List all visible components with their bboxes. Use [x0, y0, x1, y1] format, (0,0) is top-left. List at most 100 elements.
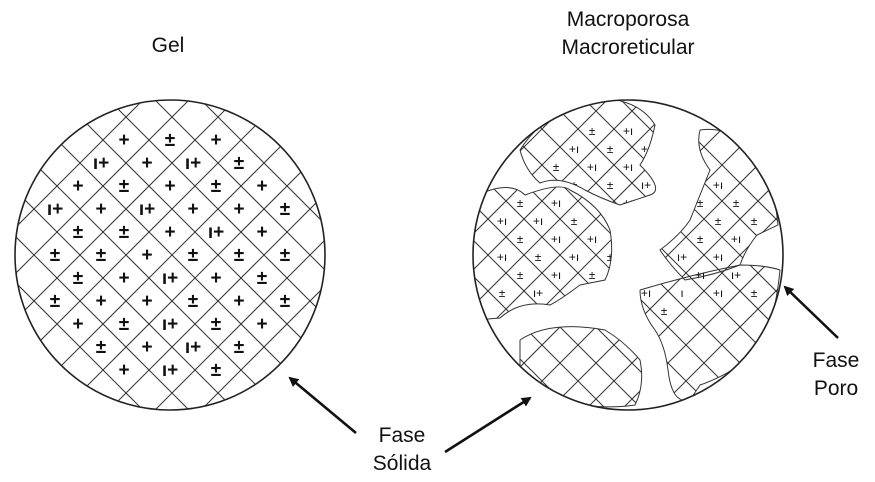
charge-symbol: ± [607, 142, 614, 156]
charge-symbol: +ı [497, 250, 507, 264]
charge-symbol: ± [119, 222, 129, 243]
charge-symbol: ± [188, 291, 198, 312]
charge-symbol: ± [517, 232, 524, 246]
macroporous-particle: ±+ı+ı±+ı±+ı+ı±±ı++ı±+ı+ı±±+ı+ı±±±±+ı+ı±+… [148, 95, 875, 415]
charge-symbol: +ı [497, 214, 507, 228]
charge-symbol: ± [607, 250, 614, 264]
gel-lattice-line [0, 95, 56, 415]
gel-title: Gel [152, 34, 185, 57]
gel-lattice-line [0, 95, 56, 415]
charge-symbol: ı+ [47, 199, 63, 220]
charge-symbol: ± [234, 337, 244, 358]
macroporous-lattice-line [220, 95, 540, 415]
charge-symbol: ± [589, 268, 596, 282]
charge-symbol: +ı [533, 214, 543, 228]
pore-phase-arrow [785, 287, 838, 338]
gel-particle: +±+ı++ı+±+±+±+ı++ı+++±±±+ı++±±+±±±±+ı++±… [0, 95, 608, 415]
charge-symbol: ± [589, 124, 596, 138]
charge-symbol: + [256, 314, 267, 335]
charge-symbol: ı+ [162, 314, 178, 335]
charge-symbol: +ı [551, 196, 561, 210]
charge-symbol: ± [96, 245, 106, 266]
charge-symbol: ± [73, 268, 83, 289]
charge-symbol: +ı [695, 268, 705, 282]
charge-symbol: ± [211, 360, 221, 381]
charge-symbol: + [164, 222, 175, 243]
macroporous-lattice-line [184, 95, 504, 415]
solid-phase-label-line2: Sólida [373, 452, 432, 475]
charge-symbol: +ı [623, 124, 633, 138]
charge-symbol: ± [733, 196, 740, 210]
charge-symbol: + [141, 153, 152, 174]
charge-symbol: +ı [623, 196, 633, 210]
macroporous-title-line1: Macroporosa [567, 8, 690, 31]
charge-symbol: ± [571, 214, 578, 228]
charge-symbol: + [118, 130, 129, 151]
charge-symbol: ± [607, 178, 614, 192]
charge-symbol: +ı [551, 232, 561, 246]
charge-symbol: ± [257, 268, 267, 289]
charge-symbol: + [164, 176, 175, 197]
solid-phase-arrow-gel [290, 378, 356, 433]
charge-symbol: ı+ [185, 153, 201, 174]
charge-symbol: + [72, 314, 83, 335]
solid-domain [520, 327, 642, 407]
charge-symbol: ± [211, 314, 221, 335]
charge-symbol: ± [499, 286, 506, 300]
charge-symbol: ı+ [162, 360, 178, 381]
macroporous-lattice [148, 95, 875, 415]
charge-symbol: ± [188, 245, 198, 266]
charge-symbol: +ı [551, 268, 561, 282]
charge-symbol: ± [280, 291, 290, 312]
gel-lattice [0, 95, 608, 415]
charge-symbol: ± [517, 196, 524, 210]
charge-symbol: ± [119, 176, 129, 197]
charge-symbol: ± [50, 291, 60, 312]
charge-symbol: +ı [623, 160, 633, 174]
charge-symbol: +ı [569, 142, 579, 156]
charge-symbol: +ı [713, 250, 723, 264]
charge-symbol: ı+ [162, 268, 178, 289]
macroporous-title-line2: Macroreticular [561, 36, 694, 59]
charge-symbol: ± [751, 286, 758, 300]
gel-lattice-line [0, 95, 10, 415]
charge-symbol: ± [234, 153, 244, 174]
solid-phase-arrow-macro [445, 398, 530, 452]
solid-domain [475, 187, 612, 320]
macroporous-lattice-line [184, 95, 504, 415]
charge-symbol: ı+ [185, 337, 201, 358]
charge-symbol: ı [680, 286, 683, 300]
charge-symbol: ± [119, 314, 129, 335]
charge-symbol: ± [697, 196, 704, 210]
pore-phase-label-line2: Poro [814, 377, 858, 400]
charge-symbol: ı+ [731, 268, 741, 282]
charge-symbol: ± [165, 130, 175, 151]
charge-symbol: + [72, 176, 83, 197]
charge-symbol: ± [50, 245, 60, 266]
charge-symbol: + [118, 360, 129, 381]
charge-symbol: + [233, 199, 244, 220]
charge-symbol: + [95, 291, 106, 312]
charge-symbol: + [141, 245, 152, 266]
charge-symbol: ı+ [93, 153, 109, 174]
charge-symbol: + [187, 199, 198, 220]
charge-symbol: ı+ [641, 178, 651, 192]
charge-symbol: + [210, 268, 221, 289]
charge-symbol: + [256, 222, 267, 243]
charge-symbol: ± [697, 232, 704, 246]
charge-symbol: ± [535, 250, 542, 264]
solid-phase-label-line1: Fase [379, 424, 426, 447]
gel-lattice-line [0, 95, 10, 415]
charge-symbol: ± [715, 214, 722, 228]
charge-symbol: ± [280, 199, 290, 220]
charge-symbol: ± [553, 160, 560, 174]
charge-symbol: ± [96, 337, 106, 358]
macroporous-charges: ± +ı +ı ± +ı ± +ı +ı ± ± ı+ +ı ± +ı +ı ± ± +ı +ı ± ± ± ± +ı +ı ± +… [497, 124, 758, 318]
charge-symbol: +ı [587, 160, 597, 174]
charge-symbol: +ı [731, 232, 741, 246]
charge-symbol: ± [751, 214, 758, 228]
charge-symbol: +ı [713, 286, 723, 300]
charge-symbol: + [141, 337, 152, 358]
charge-symbol: + [95, 199, 106, 220]
